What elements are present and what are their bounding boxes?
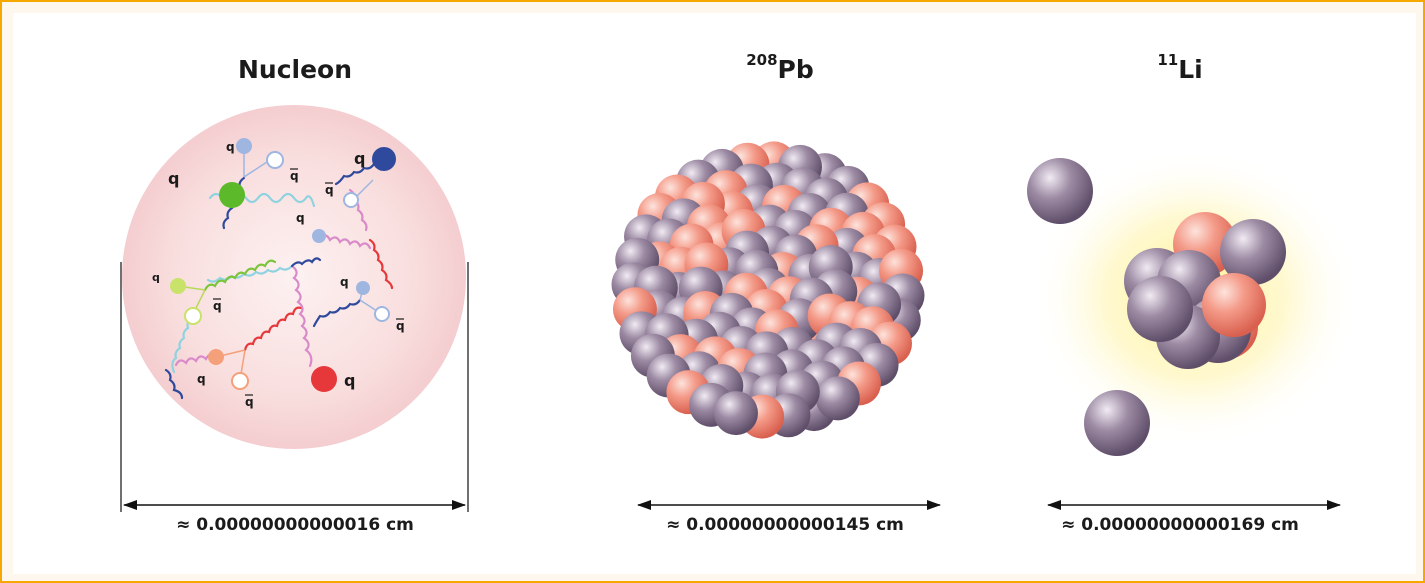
- gluon-blue-bottom-left: [164, 368, 184, 400]
- sea-quark: [236, 138, 252, 154]
- antiquark-overbars: [213, 168, 404, 396]
- quark-blue: [372, 147, 396, 171]
- nucleon-size-label: ≈ 0.00000000000016 cm: [176, 515, 414, 535]
- neutron-sphere: [713, 391, 758, 436]
- lithium-title: 11Li: [1080, 51, 1280, 84]
- neutron-sphere: [1084, 390, 1150, 456]
- gluon-pink-right: [318, 234, 372, 250]
- lithium-size-label: ≈ 0.00000000000169 cm: [1061, 515, 1299, 535]
- sea-quark: [356, 281, 370, 295]
- quark-green: [219, 182, 245, 208]
- gluon-pink-vert: [290, 264, 313, 368]
- antiquark-label: q: [325, 183, 334, 197]
- neutron-sphere: [1127, 276, 1193, 342]
- nucleon-title: Nucleon: [237, 55, 353, 84]
- lithium-mass-number: 11: [1157, 51, 1179, 69]
- quark-label: q: [340, 275, 349, 289]
- quark-label: q: [152, 271, 160, 284]
- lead-size-label: ≈ 0.00000000000145 cm: [666, 515, 904, 535]
- gluon-cyan-left: [171, 316, 194, 374]
- gluon-blue-mid: [290, 257, 322, 268]
- quark-labels: q q q q q q q q q q q q q: [152, 140, 405, 409]
- sea-antiquark: [374, 306, 390, 322]
- sea-antiquark: [231, 372, 249, 390]
- sea-quark: [312, 229, 326, 243]
- neutron-sphere: [1027, 158, 1093, 224]
- antiquark-label: q: [213, 299, 222, 313]
- lithium-nucleus: [1027, 158, 1286, 456]
- gluon-red-right: [368, 238, 394, 290]
- quark-label: q: [168, 169, 179, 188]
- gluon-blue-right: [312, 298, 362, 328]
- neutron-sphere: [1220, 219, 1286, 285]
- sea-antiquark: [184, 307, 202, 325]
- lithium-symbol: Li: [1178, 55, 1203, 84]
- lead-mass-number: 208: [746, 51, 778, 69]
- sea-antiquark: [266, 151, 284, 169]
- gluon-red: [243, 306, 303, 352]
- gluon-green: [203, 259, 277, 292]
- lead-title: 208Pb: [680, 51, 880, 84]
- lead-nucleus: [611, 141, 925, 439]
- sea-quark: [208, 349, 224, 365]
- quark-label: q: [354, 149, 365, 168]
- quark-red: [311, 366, 337, 392]
- quark-label: q: [197, 372, 206, 386]
- gluon-cyan-lower: [206, 264, 294, 283]
- quark-label: q: [296, 211, 305, 225]
- sea-quark: [170, 278, 186, 294]
- sea-antiquark: [343, 192, 359, 208]
- antiquark-label: q: [396, 319, 405, 333]
- antiquark-label: q: [290, 169, 299, 183]
- quark-label: q: [344, 371, 355, 390]
- lead-symbol: Pb: [777, 55, 814, 84]
- quark-label: q: [226, 140, 235, 154]
- proton-sphere: [1202, 273, 1266, 337]
- neutron-sphere: [815, 376, 860, 421]
- antiquark-label: q: [245, 395, 254, 409]
